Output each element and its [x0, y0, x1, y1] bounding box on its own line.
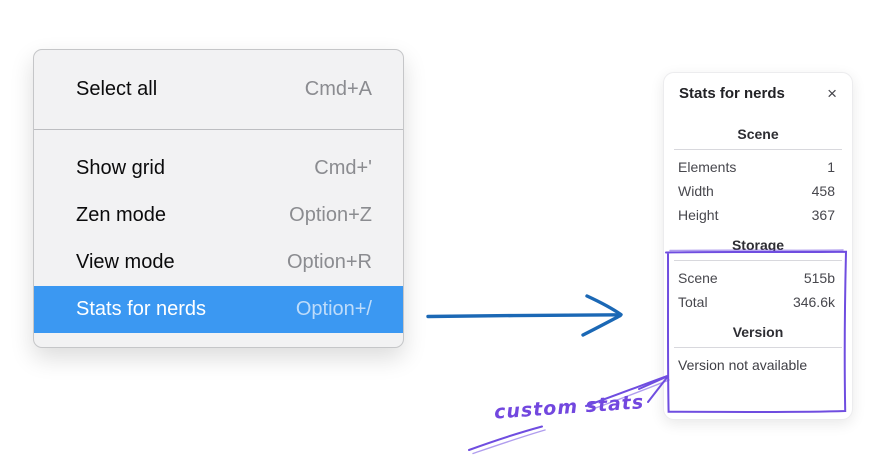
menu-item-label: Zen mode: [76, 204, 167, 226]
menu-item-shortcut: Option+R: [286, 251, 372, 273]
section-heading: Storage: [674, 237, 842, 261]
stats-panel-title: Stats for nerds: [679, 85, 785, 102]
section-heading: Scene: [674, 126, 842, 150]
stat-row-scene-storage: Scene 515b: [664, 266, 852, 290]
stat-label: Total: [678, 294, 708, 310]
menu-item-show-grid[interactable]: Show grid Cmd+': [34, 145, 403, 192]
menu-item-shortcut: Option+/: [295, 298, 372, 320]
stats-section-storage: Storage Scene 515b Total 346.6k: [664, 237, 852, 314]
menu-item-label: View mode: [76, 251, 175, 273]
menu-item-stats-for-nerds[interactable]: Stats for nerds Option+/: [34, 286, 403, 333]
menu-separator: [34, 129, 403, 130]
stat-row-width: Width 458: [664, 179, 852, 203]
menu-item-view-mode[interactable]: View mode Option+R: [34, 239, 403, 286]
blue-arrow: [426, 294, 623, 337]
close-icon[interactable]: ×: [827, 84, 837, 103]
stat-row-height: Height 367: [664, 203, 852, 227]
version-note: Version not available: [678, 357, 808, 373]
custom-stats-annotation: custom stats: [493, 391, 645, 424]
stats-section-scene: Scene Elements 1 Width 458 Height 367: [664, 126, 852, 227]
context-menu: Select all Cmd+A Show grid Cmd+' Zen mod…: [33, 49, 404, 348]
stat-value: 346.6k: [792, 294, 835, 310]
menu-item-zen-mode[interactable]: Zen mode Option+Z: [34, 192, 403, 239]
menu-item-label: Show grid: [76, 157, 165, 179]
stat-label: Scene: [678, 270, 718, 286]
menu-item-shortcut: Option+Z: [289, 204, 372, 226]
stat-row-elements: Elements 1: [664, 155, 852, 179]
stat-label: Width: [678, 183, 714, 199]
stat-value: 367: [811, 207, 835, 223]
menu-item-label: Stats for nerds: [76, 298, 207, 320]
stat-label: Height: [678, 207, 719, 223]
section-heading: Version: [674, 324, 842, 348]
menu-section-top: Select all Cmd+A: [34, 50, 403, 129]
stat-row-total-storage: Total 346.6k: [664, 290, 852, 314]
stat-value: 1: [827, 159, 835, 175]
stat-label: Elements: [678, 159, 737, 175]
menu-section-main: Show grid Cmd+' Zen mode Option+Z View m…: [34, 130, 403, 347]
stats-section-version: Version Version not available: [664, 324, 852, 373]
menu-item-shortcut: Cmd+A: [304, 78, 372, 100]
stats-panel: Stats for nerds × Scene Elements 1 Width…: [663, 72, 853, 420]
stat-value: 515b: [803, 270, 835, 286]
menu-item-label: Select all: [76, 78, 158, 100]
stats-panel-header: Stats for nerds ×: [664, 73, 852, 102]
menu-item-select-all[interactable]: Select all Cmd+A: [34, 66, 403, 113]
menu-item-shortcut: Cmd+': [314, 157, 372, 179]
stat-value: 458: [811, 183, 835, 199]
